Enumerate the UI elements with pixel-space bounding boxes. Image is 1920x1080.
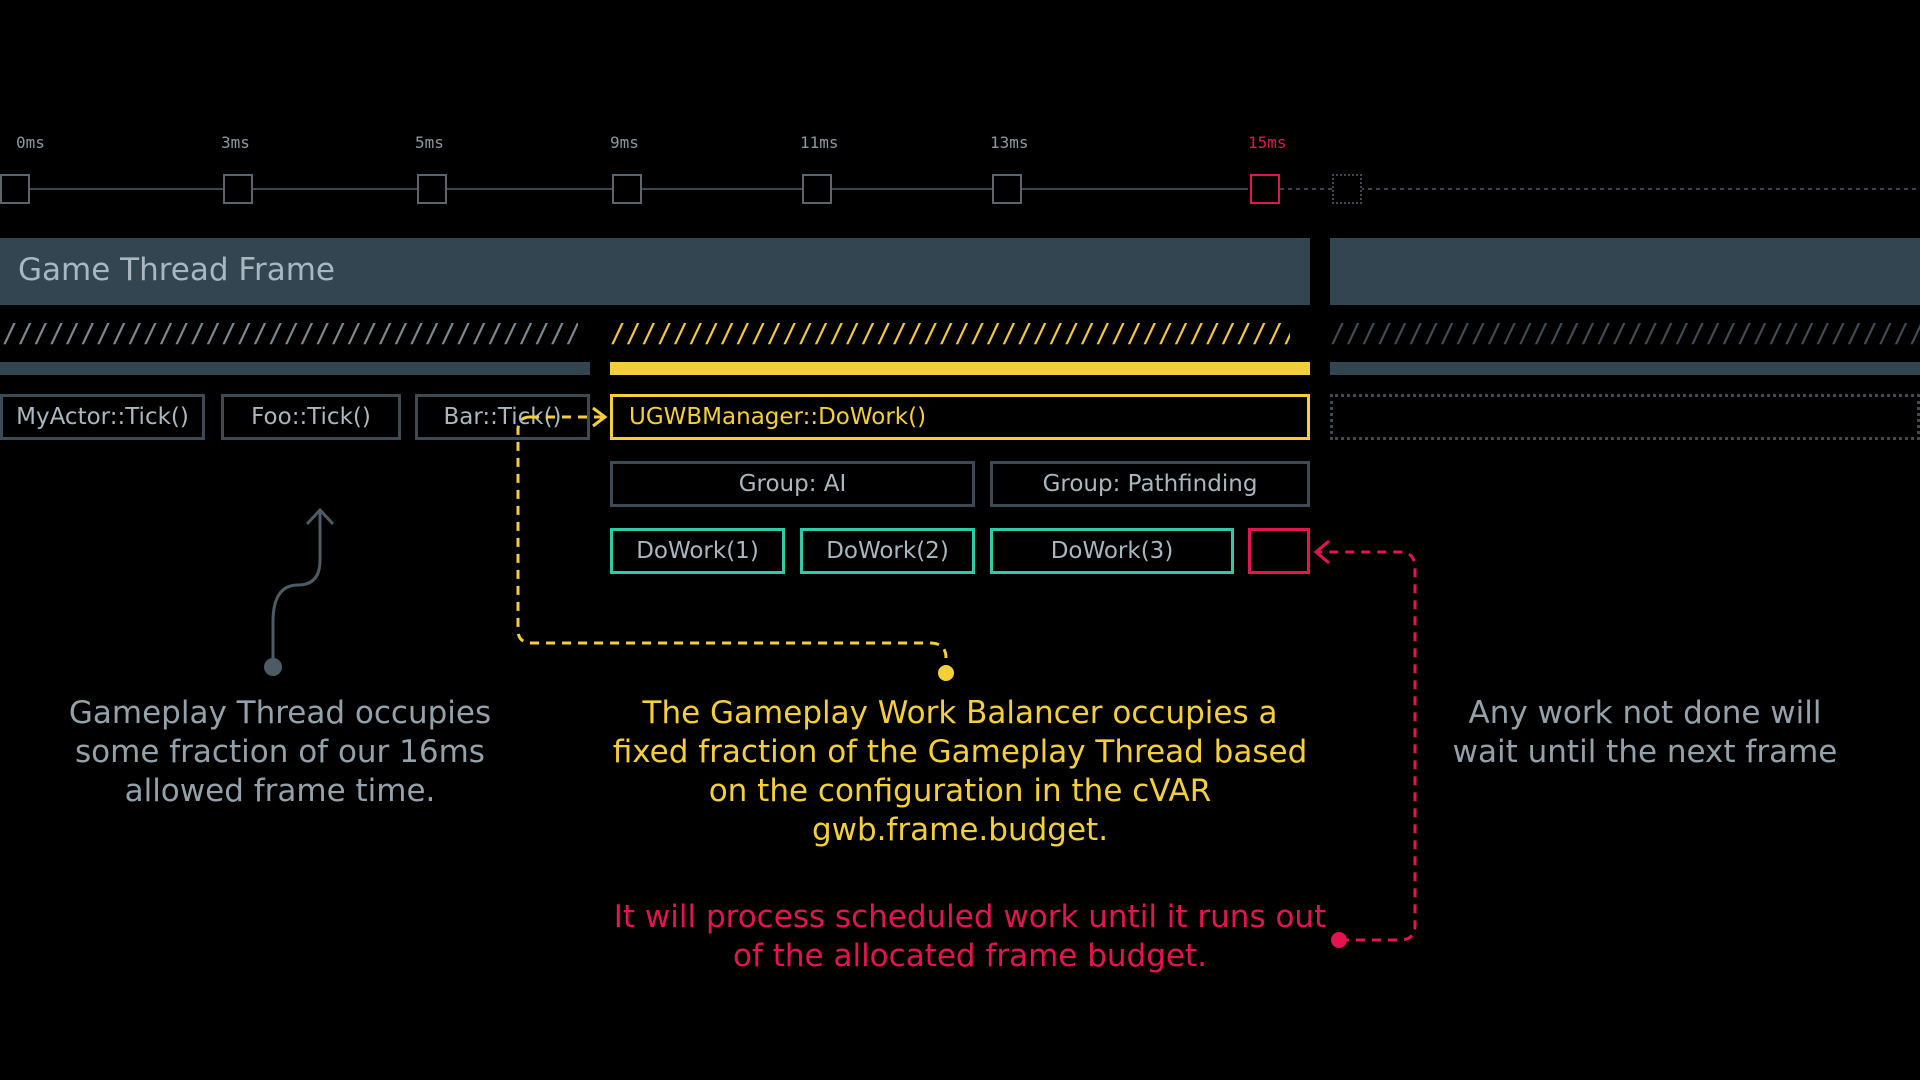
next-frame-band [1330,238,1920,305]
tick-marker-next [1332,174,1362,204]
game-thread-frame-band [0,238,1310,305]
task-myactor-tick: MyActor::Tick() [0,394,205,440]
tick-label-9ms: 9ms [610,133,639,152]
budget-link-arrowhead [1313,539,1330,565]
task-foo-tick: Foo::Tick() [221,394,401,440]
caption-budget-line-1: It will process scheduled work until it … [613,899,1327,935]
tick-marker-11ms [802,174,832,204]
gameplay-bar [0,362,590,375]
tick-marker-15ms [1250,174,1280,204]
frame-title: Game Thread Frame [18,252,335,288]
caption-next-frame: Any work not done will wait until the ne… [1430,694,1860,772]
balancer-bar [610,362,1310,375]
caption-gameplay-line-2: some fraction of our 16ms [75,734,485,770]
task-dowork-3: DoWork(3) [990,528,1234,574]
caption-work-balancer: The Gameplay Work Balancer occupies a fi… [560,694,1360,850]
tick-label-11ms: 11ms [800,133,839,152]
tick-marker-0ms [0,174,30,204]
budget-link-dot [1331,932,1347,948]
caption-balancer-line-4: gwb.frame.budget. [811,812,1109,848]
task-ugwbmanager-dowork: UGWBManager::DoWork() [610,394,1310,440]
tick-label-5ms: 5ms [415,133,444,152]
tick-label-0ms: 0ms [16,133,45,152]
next-frame-bar [1330,362,1920,375]
budget-link-path [1318,550,1417,942]
tick-marker-3ms [223,174,253,204]
hatch-gameplay: ////////////////////////////////////////… [2,319,578,349]
balancer-link-dot [938,665,954,681]
group-pathfinding: Group: Pathfinding [990,461,1310,507]
hatch-next-frame: ////////////////////////////////////////… [1330,319,1920,349]
tick-label-3ms: 3ms [221,133,250,152]
caption-balancer-line-3: on the configuration in the cVAR [708,773,1212,809]
caption-gameplay-line-3: allowed frame time. [124,773,436,809]
tick-label-13ms: 13ms [990,133,1029,152]
task-dowork-1: DoWork(1) [610,528,785,574]
tick-label-15ms: 15ms [1248,133,1287,152]
caption-gameplay-thread: Gameplay Thread occupies some fraction o… [40,694,520,811]
caption-next-line-1: Any work not done will [1468,695,1822,731]
tick-marker-13ms [992,174,1022,204]
caption-balancer-line-2: fixed fraction of the Gameplay Thread ba… [612,734,1308,770]
gameplay-arrow-dot [264,658,282,676]
task-next-frame-placeholder [1330,394,1920,440]
tick-marker-9ms [612,174,642,204]
caption-next-line-2: wait until the next frame [1452,734,1838,770]
hatch-balancer: ////////////////////////////////////////… [610,319,1290,349]
gameplay-arrowhead [305,507,335,526]
caption-gameplay-line-1: Gameplay Thread occupies [68,695,492,731]
gameplay-arrow-path [271,510,322,666]
caption-budget-line-2: of the allocated frame budget. [733,938,1207,974]
caption-frame-budget: It will process scheduled work until it … [570,898,1370,976]
balancer-link-path [516,415,948,666]
task-bar-tick: Bar::Tick() [415,394,590,440]
balancer-link-arrowhead [592,406,608,428]
caption-balancer-line-1: The Gameplay Work Balancer occupies a [642,695,1278,731]
task-dowork-2: DoWork(2) [800,528,975,574]
group-ai: Group: AI [610,461,975,507]
tick-marker-5ms [417,174,447,204]
task-pending-overflow [1248,528,1310,574]
